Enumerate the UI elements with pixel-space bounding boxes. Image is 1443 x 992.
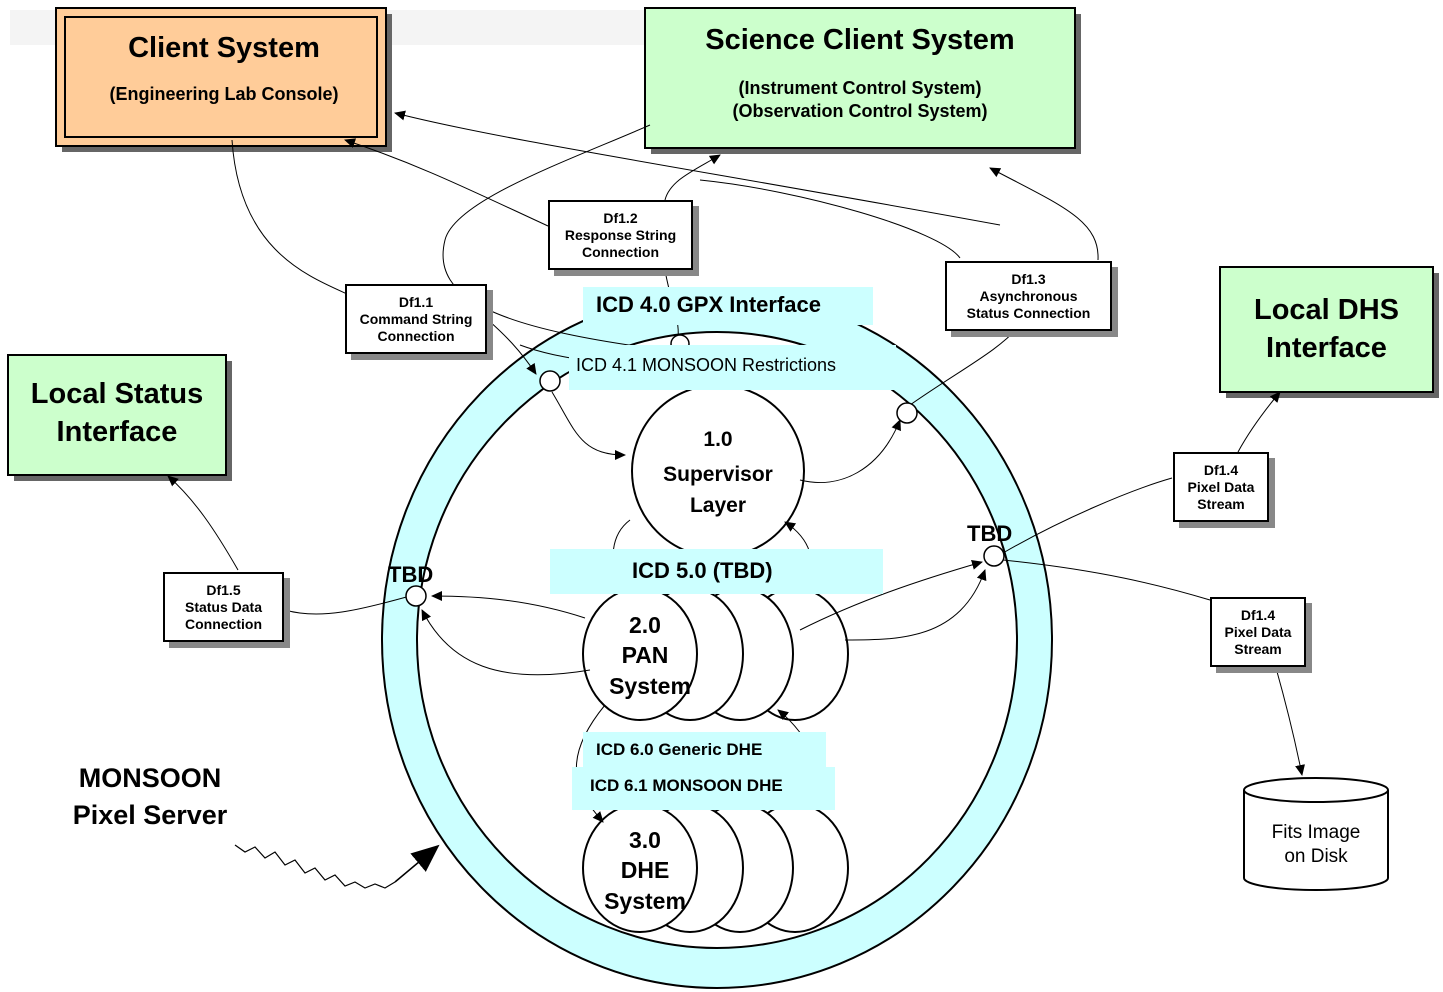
disk-cylinder — [1243, 777, 1389, 891]
port-circles — [405, 334, 1005, 607]
local-dhs-box — [1219, 266, 1439, 398]
local-status-box — [7, 354, 232, 481]
connection-lines — [167, 110, 1305, 889]
dhe-stack — [582, 803, 849, 933]
client-system-box — [55, 7, 392, 152]
supervisor-circle — [631, 384, 805, 558]
pan-stack — [582, 587, 849, 721]
icd-bands — [550, 287, 896, 810]
science-client-box — [644, 7, 1081, 154]
